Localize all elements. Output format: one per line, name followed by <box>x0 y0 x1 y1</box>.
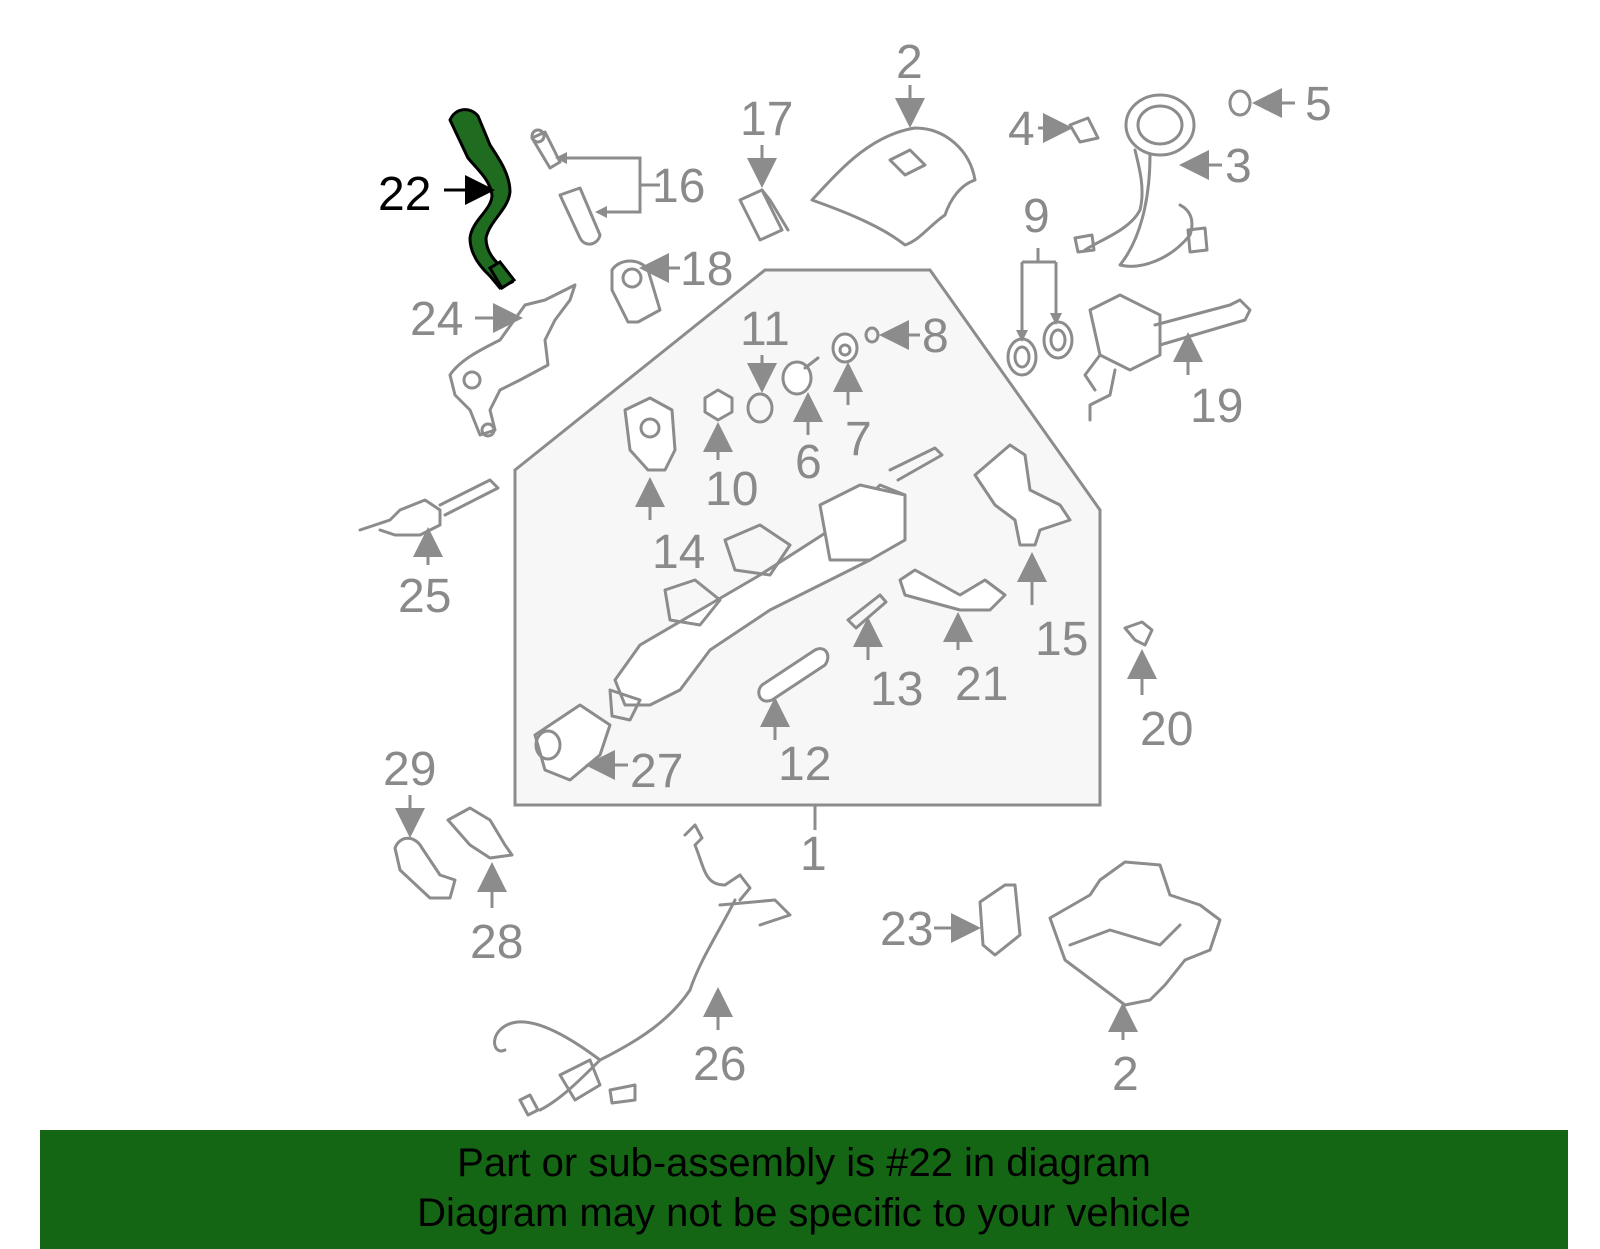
banner-line-1: Part or sub-assembly is #22 in diagram <box>457 1141 1151 1185</box>
part-22-shape[interactable] <box>448 108 517 291</box>
callout-8[interactable]: 8 <box>922 310 949 363</box>
callout-27[interactable]: 27 <box>630 745 683 798</box>
callout-26[interactable]: 26 <box>693 1038 746 1091</box>
part-2-top-shape[interactable] <box>810 126 977 247</box>
callout-19[interactable]: 19 <box>1190 380 1243 433</box>
part-10-shape[interactable] <box>703 388 734 422</box>
callout-23[interactable]: 23 <box>880 903 933 956</box>
callout-18[interactable]: 18 <box>680 243 733 296</box>
part-11-shape[interactable] <box>746 392 774 424</box>
callout-24[interactable]: 24 <box>410 293 463 346</box>
part-23-shape[interactable] <box>978 883 1022 957</box>
part-2-bottom-shape[interactable] <box>1048 860 1222 1007</box>
part-16-shape[interactable] <box>530 128 602 246</box>
callout-17[interactable]: 17 <box>740 93 793 146</box>
part-19-shape[interactable] <box>1083 293 1252 422</box>
part-25-shape[interactable] <box>358 478 500 537</box>
callout-9-leader <box>1020 248 1058 335</box>
callout-5[interactable]: 4 <box>1008 103 1035 156</box>
part-26-shape[interactable] <box>493 823 792 1117</box>
part-20-shape[interactable] <box>1123 620 1154 647</box>
part-7-shape[interactable] <box>831 332 859 364</box>
callout-29[interactable]: 29 <box>383 743 436 796</box>
info-banner: Part or sub-assembly is #22 in diagram D… <box>40 1130 1568 1249</box>
callout-3[interactable]: 3 <box>1225 140 1252 193</box>
part-4-shape[interactable] <box>1228 89 1252 117</box>
callout-25[interactable]: 25 <box>398 570 451 623</box>
callout-2-top[interactable]: 2 <box>896 36 923 89</box>
callout-22[interactable]: 22 <box>378 168 431 221</box>
callout-16[interactable]: 16 <box>652 160 705 213</box>
banner-line-2: Diagram may not be specific to your vehi… <box>417 1191 1191 1235</box>
callout-16-bracket <box>558 156 660 214</box>
callout-2-bottom[interactable]: 2 <box>1112 1048 1139 1101</box>
part-29-shape[interactable] <box>393 836 457 900</box>
callout-14[interactable]: 14 <box>652 526 705 579</box>
part-9-shape[interactable] <box>1006 320 1074 377</box>
callout-11[interactable]: 11 <box>740 303 790 356</box>
callout-6[interactable]: 6 <box>795 436 822 489</box>
part-8-shape[interactable] <box>864 326 880 344</box>
part-28-shape[interactable] <box>446 806 514 860</box>
callout-28[interactable]: 28 <box>470 916 523 969</box>
part-24-shape[interactable] <box>448 283 577 438</box>
part-15-shape[interactable] <box>973 443 1072 547</box>
callout-10[interactable]: 10 <box>705 463 758 516</box>
part-1-column-shape[interactable] <box>608 446 944 722</box>
part-3-shape[interactable] <box>1073 93 1209 268</box>
part-21-shape[interactable] <box>898 568 1007 612</box>
part-17-shape[interactable] <box>738 188 790 242</box>
callout-20[interactable]: 20 <box>1140 703 1193 756</box>
part-5-shape[interactable] <box>1068 116 1100 144</box>
callout-1[interactable]: 1 <box>800 828 827 881</box>
part-18-shape[interactable] <box>610 259 662 324</box>
callout-12[interactable]: 12 <box>778 738 831 791</box>
callout-21[interactable]: 21 <box>955 658 1008 711</box>
callout-13[interactable]: 13 <box>870 663 923 716</box>
part-14-shape[interactable] <box>623 396 677 472</box>
callout-7[interactable]: 7 <box>845 413 872 466</box>
part-12-shape[interactable] <box>757 647 830 703</box>
callout-15[interactable]: 15 <box>1035 613 1088 666</box>
callout-9[interactable]: 9 <box>1023 190 1050 243</box>
callout-4[interactable]: 5 <box>1305 78 1332 131</box>
